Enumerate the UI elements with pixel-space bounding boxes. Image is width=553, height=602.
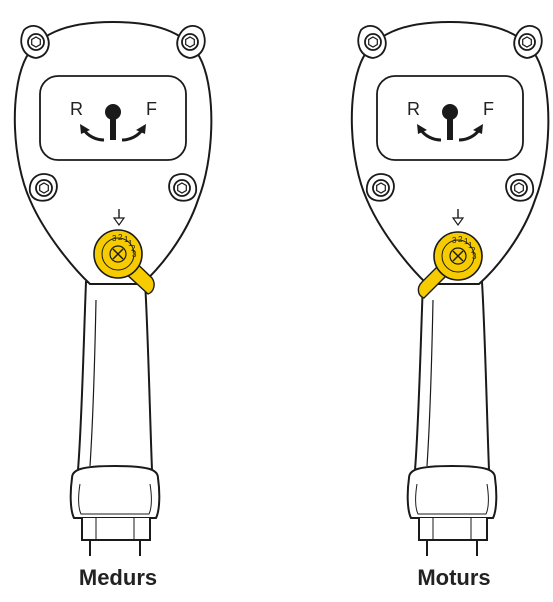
handle-inner-line bbox=[426, 299, 434, 467]
handle-bottom-cap bbox=[406, 464, 498, 519]
bolt-lower-right bbox=[505, 173, 535, 202]
forward-label: F bbox=[146, 99, 157, 119]
impact-wrench-left: R F 3 2 1 1 2 3 bbox=[13, 20, 213, 556]
svg-text:3: 3 bbox=[112, 234, 117, 243]
position-indicator-arrow bbox=[112, 209, 126, 227]
svg-text:2: 2 bbox=[458, 235, 463, 244]
bolt-lower-left bbox=[365, 173, 395, 202]
caption-right: Moturs bbox=[417, 565, 491, 590]
direction-switch-icon bbox=[105, 104, 121, 140]
svg-text:3: 3 bbox=[132, 250, 137, 259]
svg-text:2: 2 bbox=[118, 233, 123, 242]
handle-bottom-cap-inner bbox=[78, 483, 152, 515]
handle-grip bbox=[76, 281, 154, 471]
handle-bottom-cap-inner bbox=[415, 483, 489, 515]
svg-text:3: 3 bbox=[472, 252, 477, 261]
regulator-scale-marks: 3 2 1 1 2 3 bbox=[112, 233, 137, 259]
direction-switch-icon bbox=[442, 104, 458, 140]
handle-inner-line bbox=[89, 299, 97, 467]
bolt-top-left bbox=[20, 25, 50, 59]
reverse-label: R bbox=[407, 99, 420, 119]
forward-label: F bbox=[483, 99, 494, 119]
svg-text:2: 2 bbox=[471, 246, 476, 255]
bolt-lower-left bbox=[28, 173, 58, 202]
air-inlet-fitting bbox=[418, 518, 488, 541]
bolt-lower-right bbox=[168, 173, 198, 202]
svg-text:1: 1 bbox=[124, 235, 129, 244]
svg-text:2: 2 bbox=[131, 244, 136, 253]
svg-text:3: 3 bbox=[452, 236, 457, 245]
air-inlet-fitting bbox=[81, 518, 151, 541]
bolt-top-right bbox=[176, 25, 206, 59]
handle-grip bbox=[413, 281, 491, 471]
reverse-label: R bbox=[70, 99, 83, 119]
bolt-top-right bbox=[513, 25, 543, 59]
caption-left: Medurs bbox=[78, 565, 158, 590]
handle-bottom-cap bbox=[69, 464, 161, 519]
svg-text:1: 1 bbox=[464, 237, 469, 246]
impact-wrench-right: R F 3 2 1 1 2 3 bbox=[350, 20, 550, 556]
svg-text:1: 1 bbox=[468, 241, 473, 250]
bolt-top-left bbox=[357, 25, 387, 59]
regulator-scale-marks: 3 2 1 1 2 3 bbox=[452, 235, 477, 261]
position-indicator-arrow bbox=[451, 209, 465, 227]
svg-text:1: 1 bbox=[128, 239, 133, 248]
